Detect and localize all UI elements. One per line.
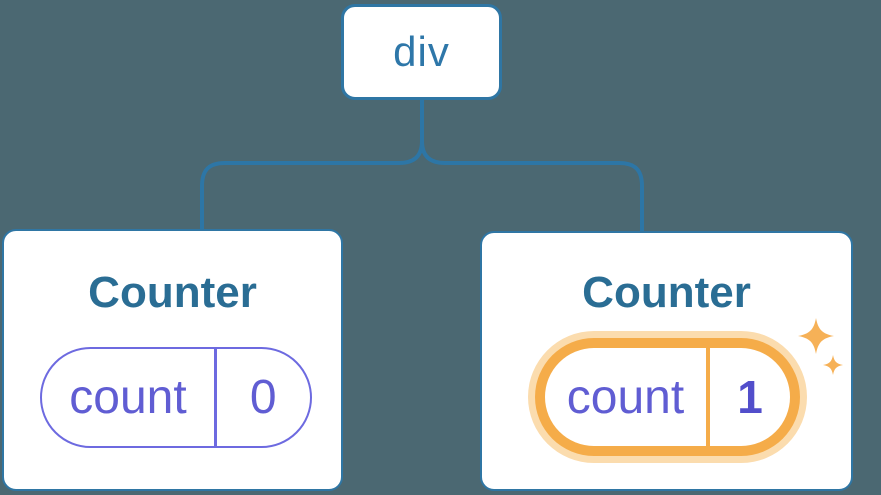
sparkle-small-icon bbox=[823, 355, 843, 375]
state-pill-highlighted: count 1 bbox=[545, 348, 790, 446]
state-pill: count 0 bbox=[40, 347, 312, 448]
state-key-cell: count bbox=[545, 348, 706, 446]
sparkle-icon bbox=[798, 318, 843, 375]
sparkle-large-icon bbox=[798, 318, 834, 354]
counter-card-1: Counter count 1 bbox=[480, 231, 853, 491]
state-key-label: count bbox=[69, 371, 187, 424]
state-value: 0 bbox=[249, 371, 277, 424]
pill-divider bbox=[214, 349, 217, 446]
state-key-label: count bbox=[566, 370, 685, 424]
state-value-cell: 1 bbox=[710, 348, 790, 446]
state-key-cell: count bbox=[42, 349, 214, 446]
root-node-div: div bbox=[341, 4, 502, 100]
component-title: Counter bbox=[582, 268, 751, 317]
counter-card-0: Counter count 0 bbox=[2, 229, 343, 491]
state-value-cell: 0 bbox=[217, 349, 311, 446]
state-value: 1 bbox=[737, 371, 763, 423]
component-title: Counter bbox=[88, 268, 257, 317]
root-node-label: div bbox=[393, 28, 450, 75]
pill-divider bbox=[706, 348, 710, 446]
